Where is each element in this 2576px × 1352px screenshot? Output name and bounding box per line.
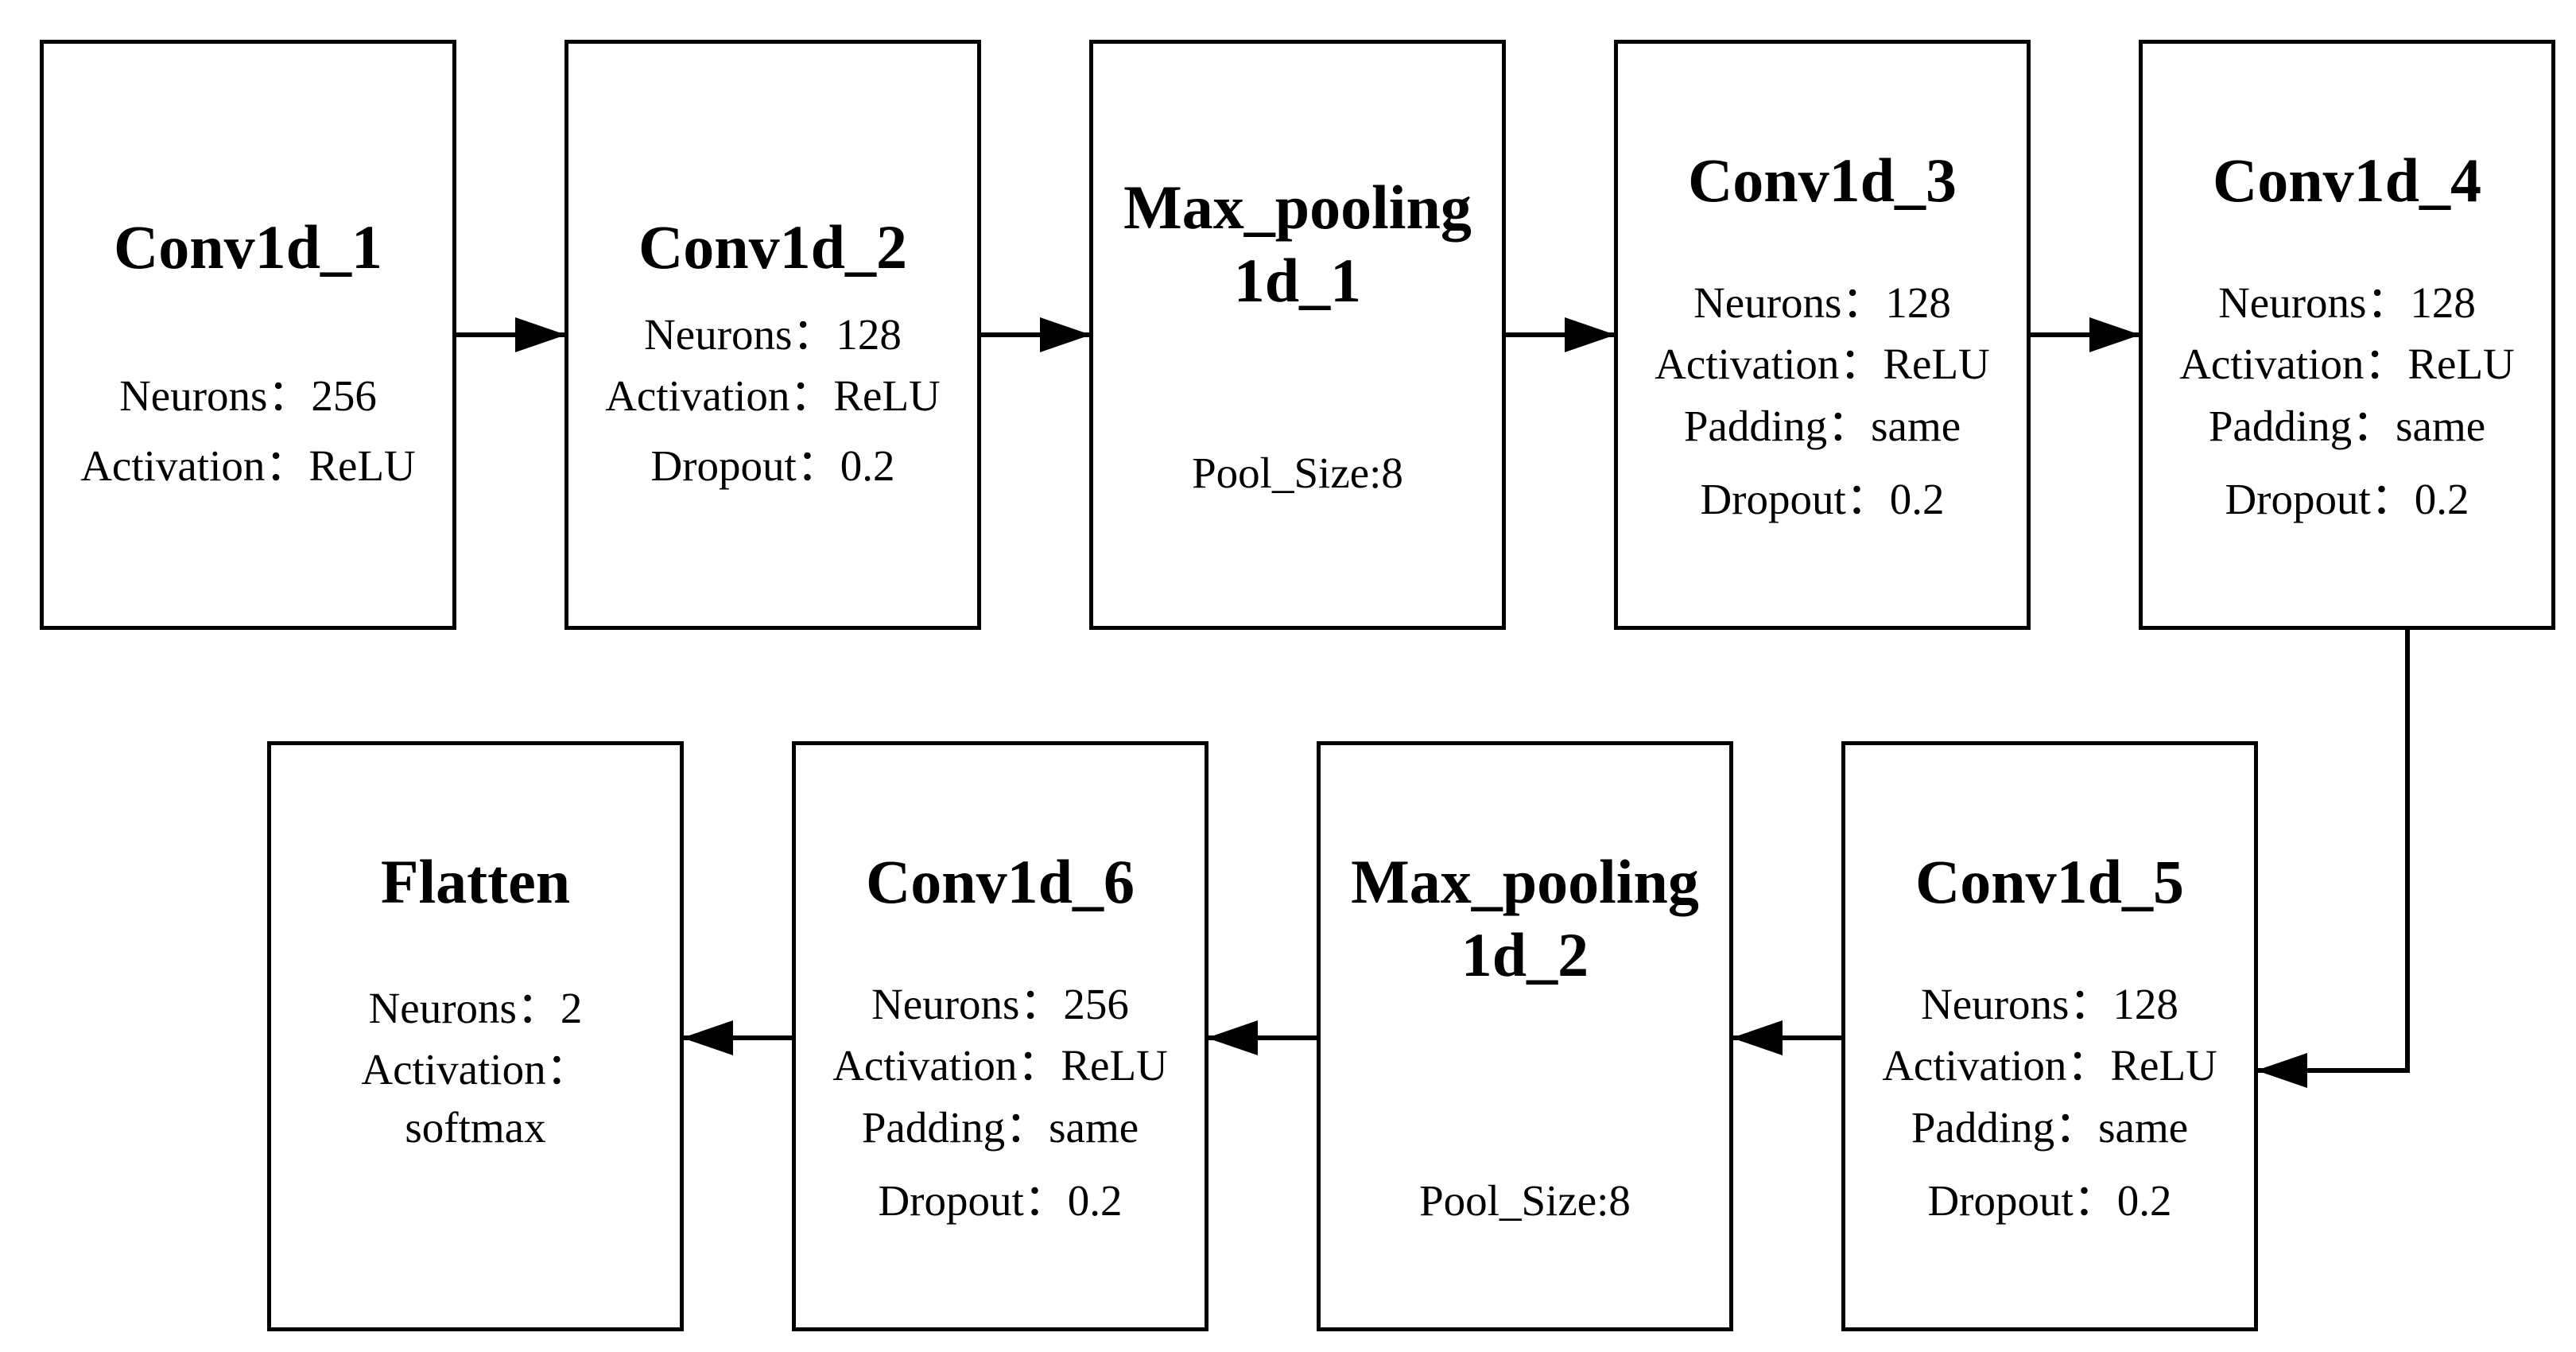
layer-block-max-pooling-1d-2: Max_pooling 1d_2 Pool_Size:8 bbox=[1317, 741, 1733, 1331]
layer-property: softmax bbox=[405, 1103, 546, 1152]
layer-property: Activation：ReLU bbox=[832, 1041, 1168, 1090]
layer-title: Conv1d_2 bbox=[638, 212, 908, 282]
layer-property: Activation：ReLU bbox=[1882, 1041, 2217, 1090]
layer-block-conv1d-6: Conv1d_6 Neurons：256 Activation：ReLU Pad… bbox=[792, 741, 1208, 1331]
layer-property: Neurons：128 bbox=[644, 310, 902, 359]
layer-property: Dropout：0.2 bbox=[878, 1176, 1123, 1225]
layer-property: Dropout：0.2 bbox=[1700, 475, 1945, 523]
layer-property: Neurons：128 bbox=[1693, 278, 1951, 327]
layer-block-flatten: Flatten Neurons：2 Activation： softmax bbox=[267, 741, 684, 1331]
layer-title: Max_pooling 1d_1 bbox=[1123, 173, 1472, 315]
layer-property: Pool_Size:8 bbox=[1419, 1176, 1631, 1225]
layer-title: Max_pooling 1d_2 bbox=[1351, 847, 1699, 989]
layer-block-conv1d-4: Conv1d_4 Neurons：128 Activation：ReLU Pad… bbox=[2139, 40, 2555, 630]
layer-property: Neurons：128 bbox=[1921, 980, 2178, 1028]
layer-block-conv1d-1: Conv1d_1 Neurons：256 Activation：ReLU bbox=[40, 40, 456, 630]
layer-block-conv1d-2: Conv1d_2 Neurons：128 Activation：ReLU Dro… bbox=[564, 40, 981, 630]
layer-property: Activation：ReLU bbox=[80, 441, 416, 490]
layer-property: Dropout：0.2 bbox=[650, 441, 895, 490]
layer-property: Neurons：256 bbox=[871, 980, 1129, 1028]
layer-block-max-pooling-1d-1: Max_pooling 1d_1 Pool_Size:8 bbox=[1089, 40, 1506, 630]
layer-title: Conv1d_1 bbox=[113, 212, 383, 282]
layer-property: Dropout：0.2 bbox=[2225, 475, 2469, 523]
layer-block-conv1d-3: Conv1d_3 Neurons：128 Activation：ReLU Pad… bbox=[1614, 40, 2031, 630]
layer-property: Neurons：128 bbox=[2218, 278, 2476, 327]
layer-property: Padding：same bbox=[2208, 402, 2486, 450]
layer-property: Neurons：2 bbox=[368, 984, 583, 1032]
layer-title: Conv1d_3 bbox=[1687, 146, 1957, 215]
layer-title: Flatten bbox=[380, 847, 571, 916]
layer-property: Pool_Size:8 bbox=[1192, 449, 1403, 497]
layer-title: Conv1d_5 bbox=[1915, 847, 2185, 916]
layer-property: Activation：ReLU bbox=[1655, 340, 1990, 388]
layer-property: Activation：ReLU bbox=[605, 371, 941, 420]
layer-block-conv1d-5: Conv1d_5 Neurons：128 Activation：ReLU Pad… bbox=[1841, 741, 2258, 1331]
layer-property: Activation： bbox=[361, 1045, 590, 1094]
layer-property: Activation：ReLU bbox=[2179, 340, 2515, 388]
layer-title: Conv1d_6 bbox=[865, 847, 1135, 916]
layer-property: Padding：same bbox=[1683, 402, 1961, 450]
layer-property: Padding：same bbox=[861, 1103, 1139, 1152]
connection-arrow-conv1d-4-to-conv1d-5 bbox=[2256, 630, 2410, 1088]
layer-property: Neurons：256 bbox=[119, 371, 377, 420]
layer-property: Padding：same bbox=[1911, 1103, 2189, 1152]
layer-property: Dropout：0.2 bbox=[1927, 1176, 2172, 1225]
layer-title: Conv1d_4 bbox=[2212, 146, 2482, 215]
